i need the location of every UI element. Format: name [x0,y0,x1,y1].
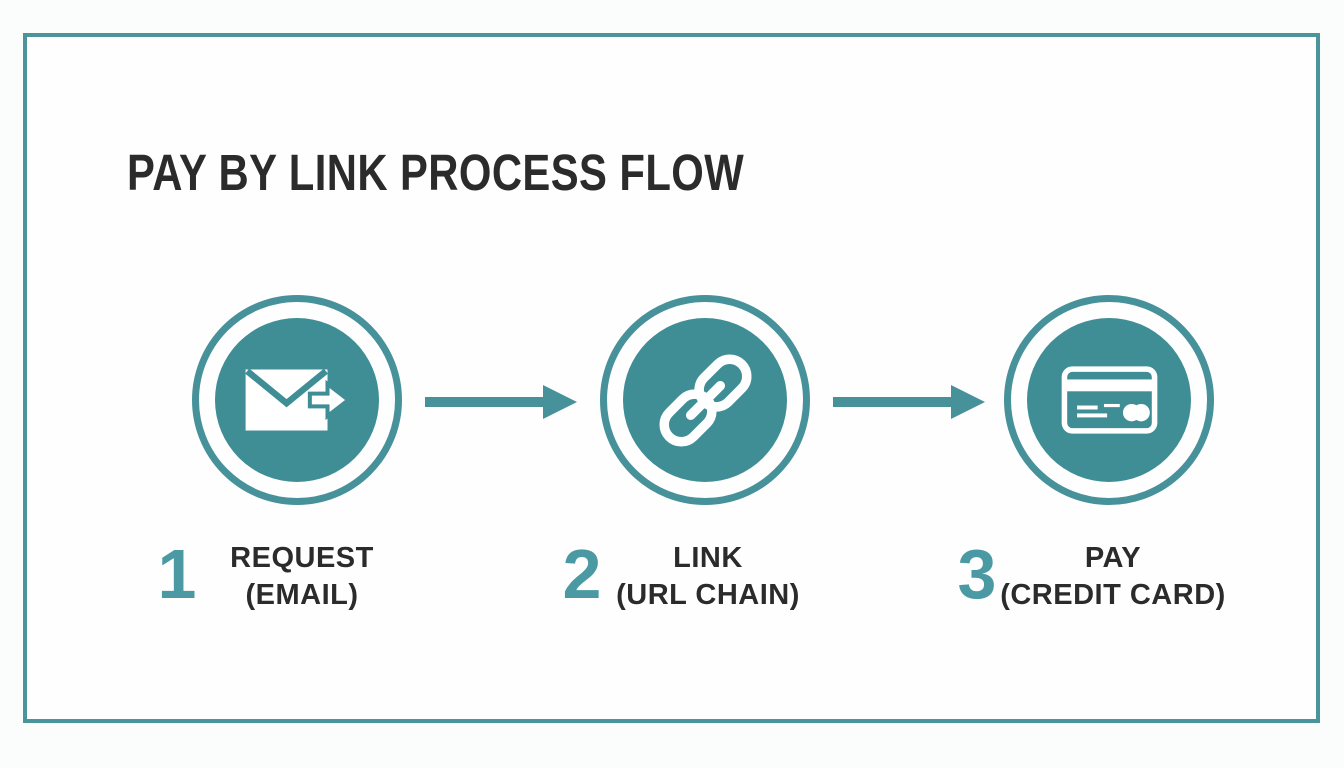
step-label-request-name: REQUEST [230,542,374,574]
step-label-link: LINK (URL CHAIN) [558,540,858,614]
flow-arrow-1 [425,385,577,419]
step-label-request-detail: (EMAIL) [245,579,359,611]
step-circle-pay-disc [1027,318,1191,482]
step-label-link-name: LINK [673,542,743,574]
credit-card-icon [1061,366,1157,434]
step-label-pay-name: PAY [1084,542,1142,574]
email-send-icon [245,368,350,431]
step-circle-request-disc [215,318,379,482]
step-label-pay-detail: (CREDIT CARD) [1000,579,1226,611]
step-label-link-detail: (URL CHAIN) [616,579,800,611]
step-label-pay: PAY (CREDIT CARD) [963,540,1263,614]
step-circle-link [600,295,810,505]
step-number-1: 1 [157,535,197,613]
step-number-3: 3 [957,535,997,613]
chain-link-icon [658,353,752,447]
step-label-request: REQUEST (EMAIL) [152,540,452,614]
step-circle-pay [1004,295,1214,505]
step-circle-request [192,295,402,505]
flow-arrow-2 [833,385,985,419]
diagram-panel: PAY BY LINK PROCESS FLOW [23,33,1320,723]
step-number-2: 2 [562,535,602,613]
page-title: PAY BY LINK PROCESS FLOW [127,144,745,201]
step-circle-link-disc [623,318,787,482]
